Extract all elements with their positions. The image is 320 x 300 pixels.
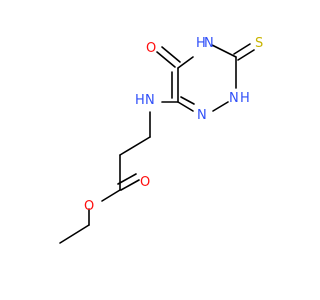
bond-carbonyl-oether (101, 189, 121, 202)
bond-n2-n1 (212, 101, 229, 112)
atom-label-n1-nitrogen: N (197, 108, 207, 123)
atom-label-n2-hydrogen: H (240, 91, 250, 106)
atom-label-amine-hydrogen: H (135, 93, 145, 108)
bond-c5-oxo-inner (161, 46, 181, 63)
atom-label-ether-oxygen: O (84, 199, 94, 214)
bond-ch2-ch3 (59, 224, 90, 244)
bond-c5-n4 (177, 56, 194, 69)
molecule-structure: O H N S N H N H N O O (59, 36, 263, 244)
atom-label-oxo-oxygen: O (146, 41, 156, 56)
atom-label-carbonyl-oxygen: O (140, 175, 150, 190)
bond-n1-c6 (177, 101, 194, 112)
atom-label-n4-hydrogen: H (196, 36, 206, 51)
atom-label-n4-nitrogen: N (204, 36, 214, 51)
bond-c3-thione-inner (233, 43, 251, 55)
atom-label-n2-nitrogen: N (229, 91, 239, 106)
bond-n1-c6-inner (180, 96, 195, 105)
bond-n4-c3 (211, 44, 237, 58)
atom-label-thione-sulfur: S (255, 36, 263, 51)
bond-carbonyl-o (120, 179, 140, 191)
bond-ch2-ch2 (119, 136, 151, 156)
bond-c5-oxo (156, 51, 176, 68)
bond-carbonyl-o-inner (117, 173, 137, 185)
bond-c3-thione (237, 49, 255, 61)
atom-label-amine-nitrogen: N (145, 93, 155, 108)
